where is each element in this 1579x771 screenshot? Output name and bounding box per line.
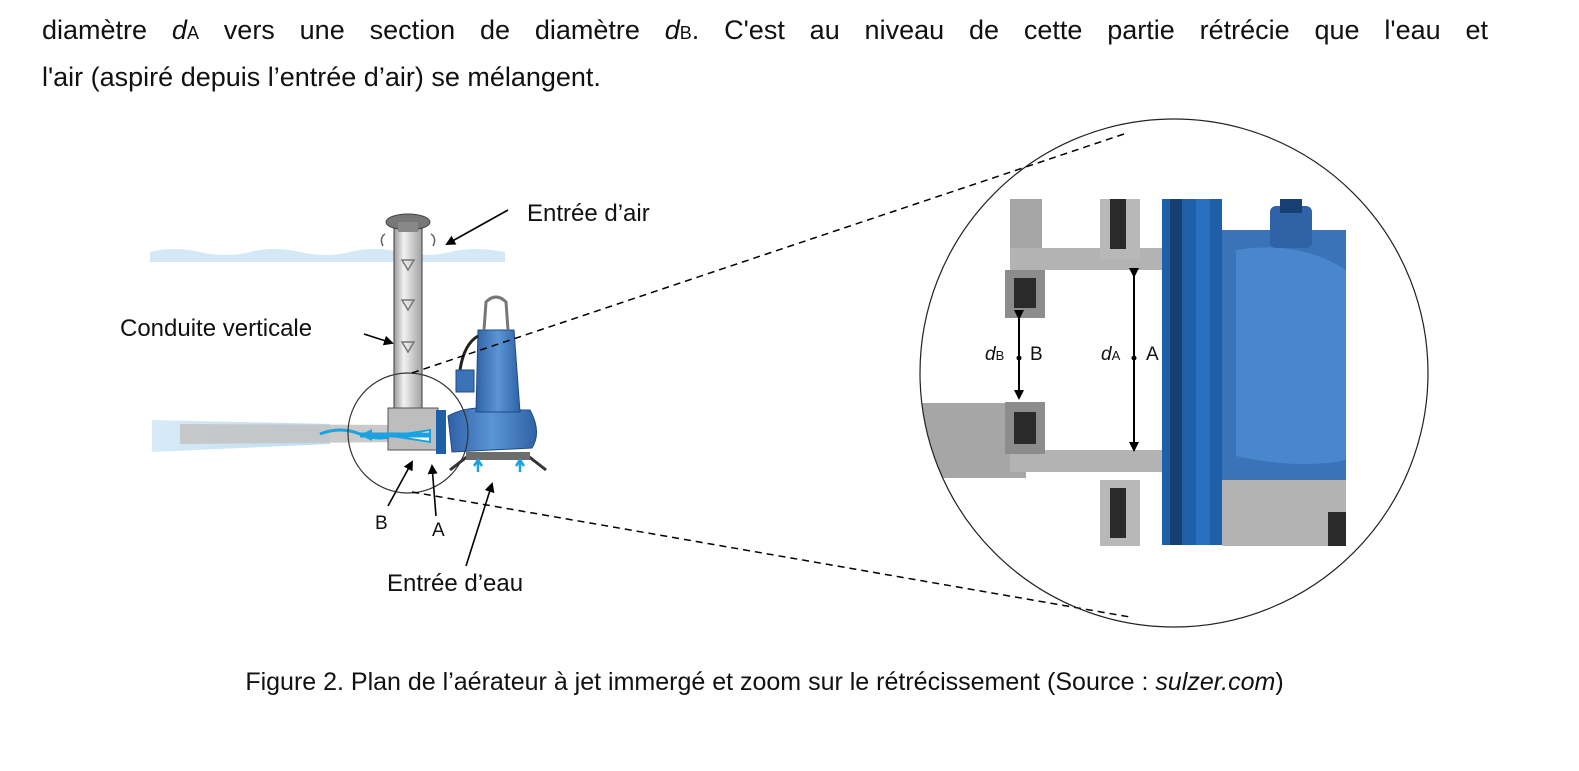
figure-caption: Figure 2. Plan de l’aérateur à jet immer…	[245, 668, 1284, 696]
paragraph-line-1: diamètre dA vers une section de diamètre…	[42, 15, 1488, 45]
label-air-inlet: Entrée d’air	[527, 200, 650, 227]
water-inlet-pointer	[465, 482, 495, 567]
air-inlet-pointer	[445, 209, 509, 245]
point-b-pointer	[387, 460, 413, 507]
tee-fitting	[387, 407, 439, 451]
label-water-inlet: Entrée d’eau	[387, 570, 524, 597]
label-point-a: A	[432, 520, 445, 541]
vertical-pipe-body	[393, 227, 423, 429]
zoom-label-point-a: A	[1146, 344, 1159, 365]
point-a-pointer	[427, 464, 438, 517]
zoom-connector-bottom	[411, 491, 1131, 618]
body-paragraph: diamètre dA vers une section de diamètre…	[42, 8, 1488, 99]
zoom-label-da: dA	[1101, 344, 1121, 365]
zoom-connector-top	[411, 132, 1128, 374]
pump-motor	[475, 329, 521, 413]
pump-body	[447, 407, 537, 453]
vertical-pipe-pointer	[363, 333, 394, 346]
zoom-source-circle	[347, 372, 469, 494]
label-vertical-pipe: Conduite verticale	[120, 315, 313, 342]
label-point-b: B	[375, 513, 388, 534]
zoom-label-db: dB	[985, 344, 1005, 365]
water-surface	[150, 249, 505, 262]
paragraph-line-2: l'air (aspiré depuis l’entrée d’air) se …	[42, 62, 601, 92]
zoom-label-point-b: B	[1030, 344, 1043, 365]
horizontal-pipe	[180, 424, 410, 444]
flange	[436, 410, 446, 454]
zoom-detail	[920, 199, 1346, 546]
zoom-circle	[919, 118, 1429, 628]
